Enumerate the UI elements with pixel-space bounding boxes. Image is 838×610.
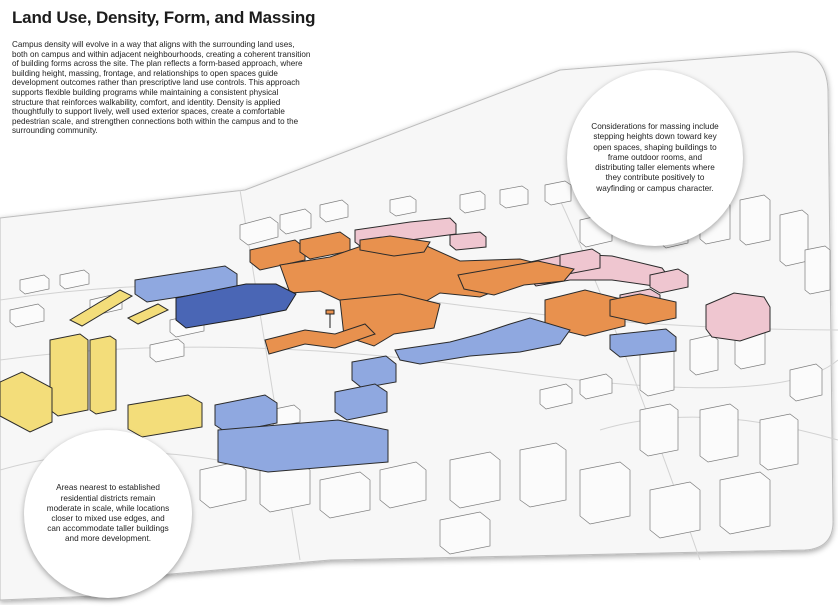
callout-residential: Areas nearest to established residential…: [24, 430, 192, 598]
intro-paragraph: Campus density will evolve in a way that…: [12, 40, 311, 136]
callout-massing: Considerations for massing include stepp…: [567, 70, 743, 246]
campus-marker: [325, 309, 335, 328]
callout-massing-text: Considerations for massing include stepp…: [591, 122, 719, 193]
page-title: Land Use, Density, Form, and Massing: [12, 8, 316, 27]
orange-buildings: [249, 231, 677, 355]
blue-buildings: [134, 265, 677, 473]
dark-blue-buildings: [175, 283, 297, 329]
callout-residential-text: Areas nearest to established residential…: [46, 483, 170, 544]
yellow-buildings: [0, 289, 203, 438]
